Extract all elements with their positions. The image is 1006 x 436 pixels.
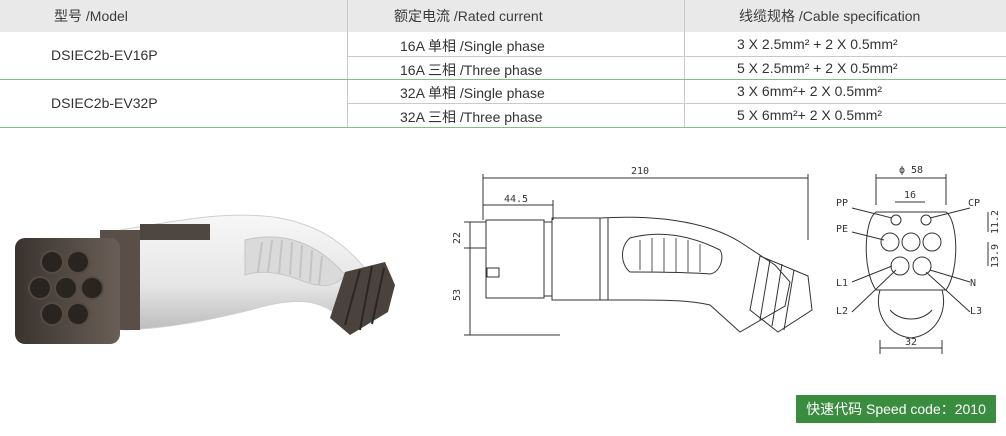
pin-label-cp: CP <box>968 198 980 209</box>
side-view-drawing: 210 44.5 22 53 <box>452 166 813 336</box>
header-current-cell: 额定电流 /Rated current <box>348 0 684 32</box>
cable-cell: 3 X 6mm²+ 2 X 0.5mm² <box>737 83 883 99</box>
pin-label-pp: PP <box>836 198 848 209</box>
model-cell: DSIEC2b-EV16P <box>51 47 158 63</box>
column-divider <box>684 0 685 128</box>
cable-cell: 3 X 2.5mm² + 2 X 0.5mm² <box>737 36 898 52</box>
pin-label-l1: L1 <box>836 278 848 289</box>
cable-cell: 5 X 6mm²+ 2 X 0.5mm² <box>737 107 883 123</box>
pin-label-n: N <box>970 278 976 289</box>
model-cell: DSIEC2b-EV32P <box>51 95 158 111</box>
cable-cell: 5 X 2.5mm² + 2 X 0.5mm² <box>737 60 898 76</box>
header-model: 型号 /Model <box>54 8 128 24</box>
dim-bottom-width: 32 <box>905 337 917 348</box>
dim-total-length: 210 <box>631 166 649 177</box>
speed-code-badge: 快速代码 Speed code：2010 <box>796 395 996 423</box>
current-cell: 32A 单相 /Single phase <box>400 85 545 101</box>
product-photo <box>15 214 395 344</box>
column-divider <box>347 0 348 128</box>
front-view-drawing: ϕ 58 16 PP CP PE L1 L2 N L3 11.2 13.9 32 <box>836 165 1001 354</box>
current-cell: 32A 三相 /Three phase <box>400 109 543 125</box>
dim-body-height: 53 <box>452 289 463 301</box>
spec-table: 型号 /Model 额定电流 /Rated current 线缆规格 /Cabl… <box>0 0 1006 128</box>
header-current: 额定电流 /Rated current <box>394 8 543 24</box>
header-cable-cell: 线缆规格 /Cable specification <box>685 0 1006 32</box>
row-divider <box>347 56 1006 57</box>
table-bottom-border <box>0 127 1006 128</box>
dim-front-length: 44.5 <box>504 194 528 205</box>
dim-pp-cp-spacing: 16 <box>904 190 916 201</box>
dim-face-diameter: ϕ 58 <box>899 165 923 176</box>
current-cell: 16A 单相 /Single phase <box>400 38 545 54</box>
current-cell: 16A 三相 /Three phase <box>400 62 543 78</box>
header-model-cell: 型号 /Model <box>0 0 347 32</box>
pin-label-l2: L2 <box>836 306 848 317</box>
row-divider <box>347 103 1006 104</box>
group-divider <box>0 79 1006 80</box>
pin-label-pe: PE <box>836 224 848 235</box>
header-cable: 线缆规格 /Cable specification <box>739 8 921 24</box>
dim-top-offset: 11.2 <box>990 210 1001 234</box>
dim-pin-offset: 13.9 <box>990 244 1001 268</box>
dim-head-height: 22 <box>452 232 463 244</box>
pin-label-l3: L3 <box>970 306 982 317</box>
